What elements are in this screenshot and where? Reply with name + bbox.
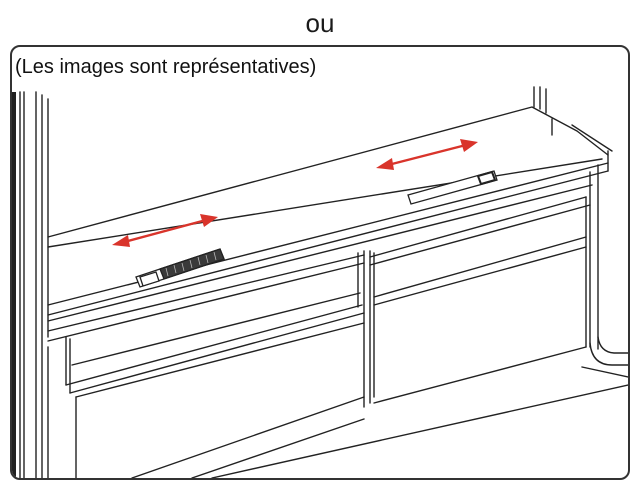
illustration-frame: (Les images sont représentatives) <box>10 45 630 480</box>
illustration-caption: (Les images sont représentatives) <box>15 56 317 78</box>
right-double-arrow-icon <box>376 139 478 170</box>
right-slider-vent <box>407 170 498 205</box>
left-slider-vent <box>135 248 225 288</box>
right-cabinet-wall <box>533 86 628 378</box>
right-drawer-front <box>369 196 591 404</box>
left-cabinet-wall <box>12 91 49 478</box>
center-divider <box>357 250 375 408</box>
floor-lines <box>211 384 628 478</box>
left-double-arrow-icon <box>112 214 218 247</box>
page-heading: ou <box>305 8 335 38</box>
fridge-drawer-illustration <box>12 86 628 478</box>
left-drawer-front <box>47 254 365 478</box>
